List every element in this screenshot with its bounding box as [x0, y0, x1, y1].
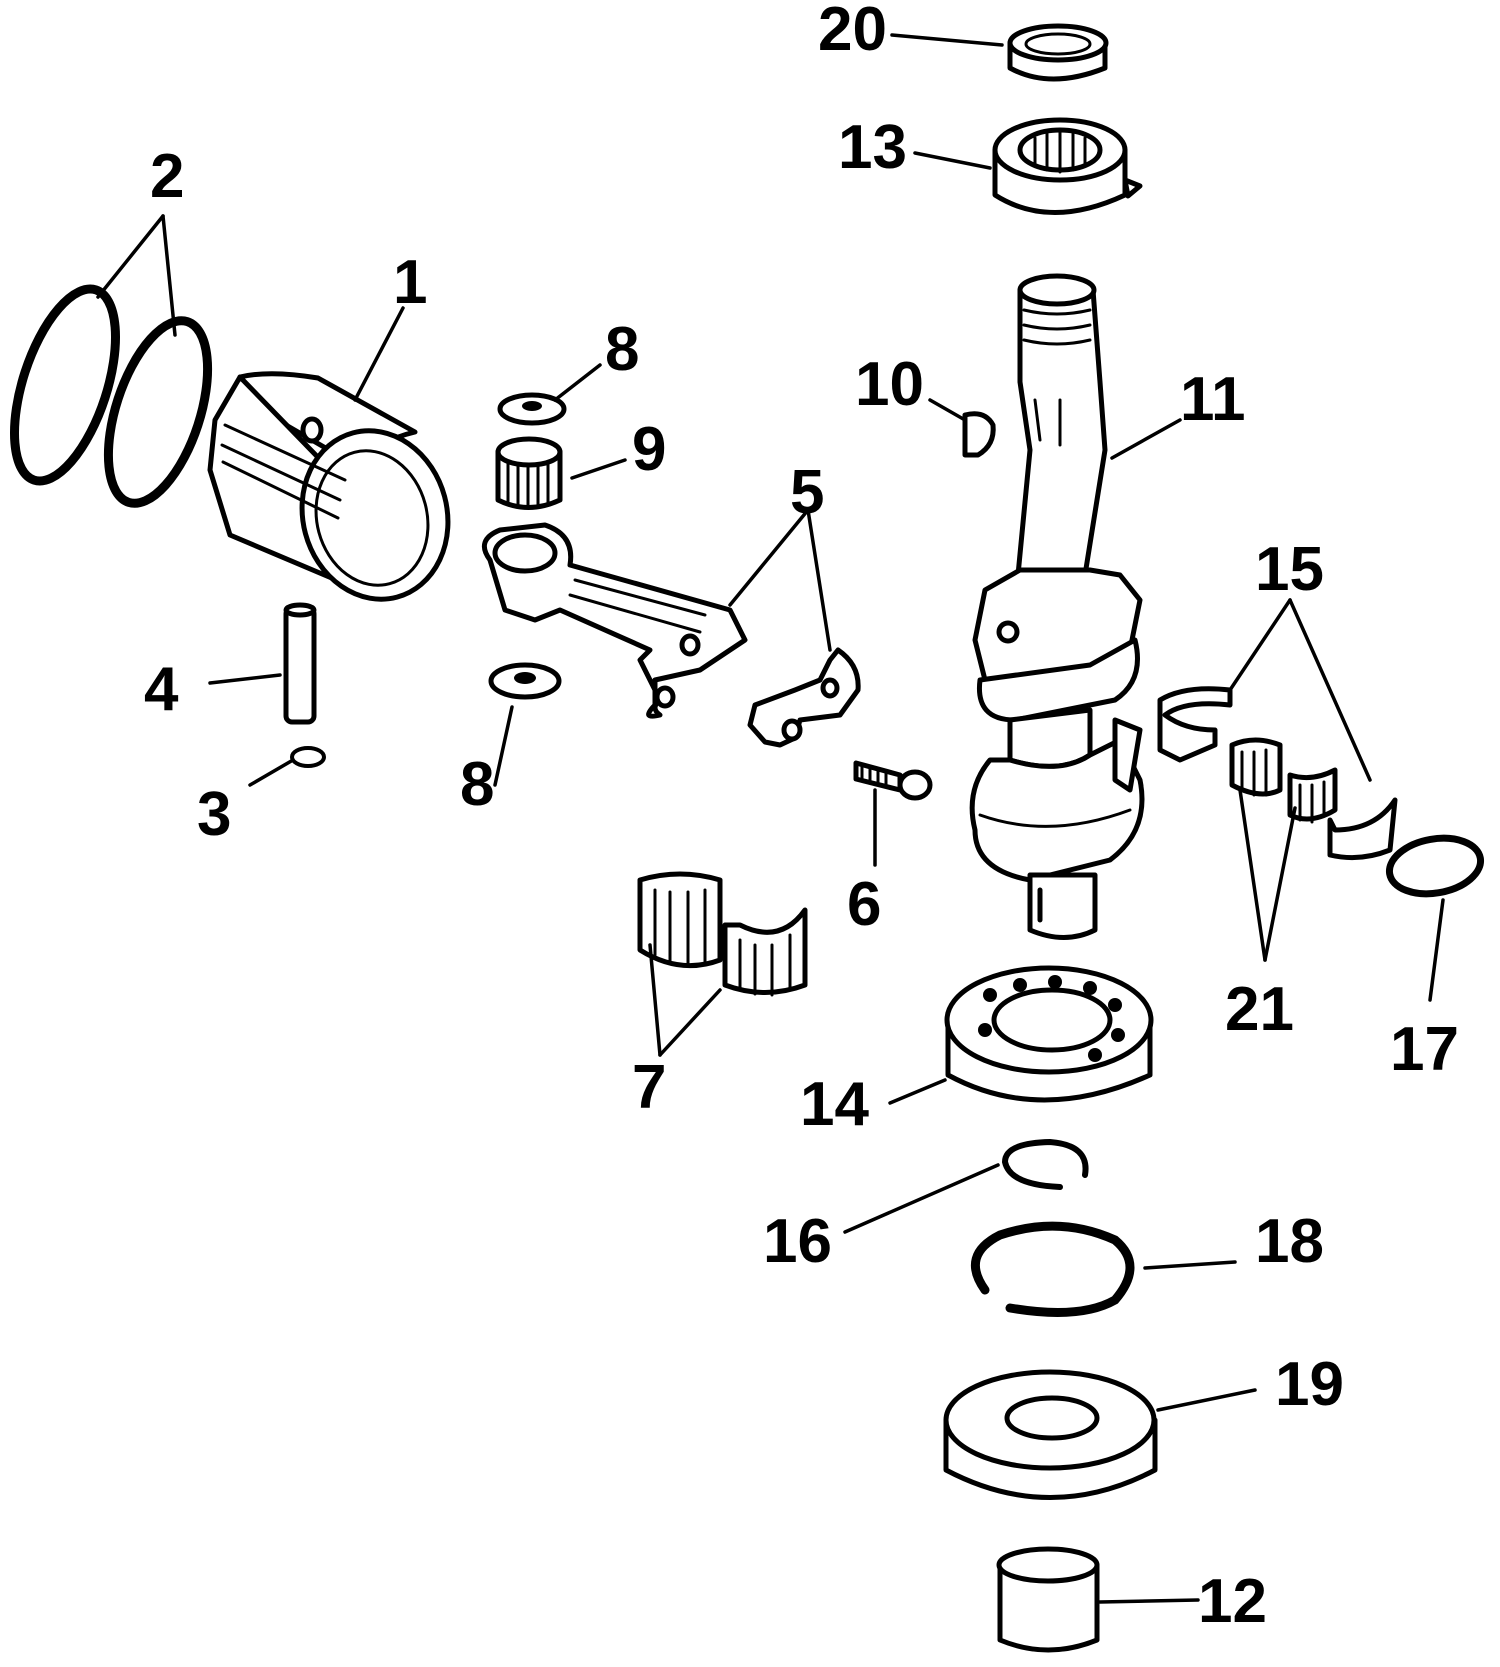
main-bearing-liner-right	[1327, 797, 1398, 861]
callout-13: 13	[838, 113, 907, 182]
callout-11: 11	[1180, 365, 1246, 434]
callout-labels: 1 2 3 4 5 6 7 8 8 9 10 11 12 13 14 15 16…	[144, 0, 1459, 1636]
callout-14: 14	[800, 1070, 869, 1139]
piston-ring-2a	[9, 284, 121, 486]
lower-retaining-ring	[971, 1221, 1135, 1317]
connecting-rod	[481, 522, 748, 719]
crankpin-bearing-cage-a	[637, 871, 723, 969]
connecting-rod-screw	[853, 760, 933, 801]
callout-18: 18	[1255, 1207, 1324, 1276]
piston	[207, 371, 451, 602]
callout-8-bottom: 8	[460, 750, 494, 819]
callout-6: 6	[847, 870, 881, 939]
callout-20: 20	[818, 0, 887, 64]
callout-8-top: 8	[605, 315, 639, 384]
main-bearing-needle-cage-left	[1229, 737, 1283, 797]
lower-ball-bearing	[944, 965, 1154, 1103]
upper-main-bearing	[992, 117, 1143, 215]
callout-15: 15	[1255, 535, 1324, 604]
wrist-pin	[283, 602, 317, 725]
callout-16: 16	[763, 1207, 832, 1276]
callout-1: 1	[393, 248, 427, 317]
callout-5: 5	[790, 458, 824, 527]
thrust-washer-bottom	[488, 662, 562, 700]
callout-7: 7	[632, 1053, 666, 1122]
wrist-pin-needle-bearing	[495, 436, 563, 510]
crankpin-bearing-cage-b	[722, 907, 808, 997]
retaining-ring	[290, 746, 326, 768]
leader-lines	[96, 33, 1445, 1604]
bearing-retaining-ring-small	[1001, 1138, 1089, 1190]
woodruff-key	[962, 411, 996, 458]
lower-seal	[943, 1369, 1158, 1500]
callout-19: 19	[1275, 1350, 1344, 1419]
callout-4: 4	[144, 655, 179, 724]
crankshaft	[969, 273, 1145, 940]
crankshaft-seal	[1007, 23, 1109, 82]
callout-9: 9	[632, 415, 666, 484]
callout-21: 21	[1225, 975, 1294, 1044]
main-bearing-liner-left	[1157, 686, 1233, 763]
callout-10: 10	[855, 350, 924, 419]
piston-ring-2b	[103, 316, 213, 508]
bearing-retaining-ring	[1385, 834, 1485, 898]
main-bearing-needle-cage-right	[1287, 767, 1338, 824]
callout-2: 2	[150, 142, 184, 211]
crankshaft-sleeve	[996, 1546, 1100, 1653]
thrust-washer-top	[497, 392, 567, 426]
callout-3: 3	[197, 780, 231, 849]
callout-12: 12	[1198, 1567, 1267, 1636]
callout-17: 17	[1390, 1015, 1459, 1084]
connecting-rod-cap	[747, 647, 861, 748]
